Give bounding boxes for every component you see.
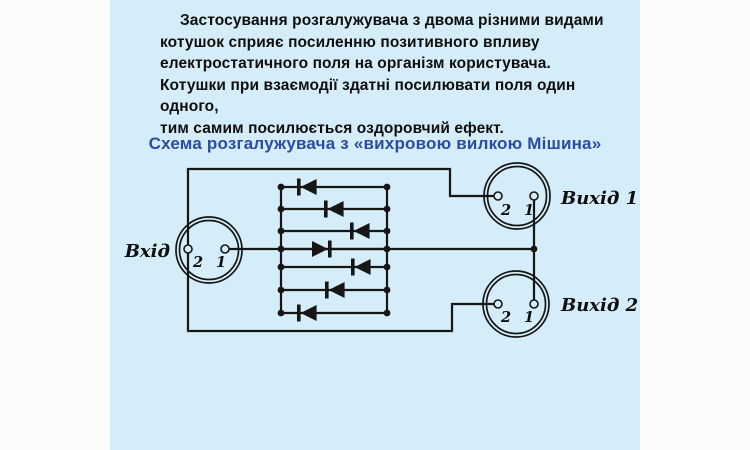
junction-dot	[277, 309, 285, 317]
output2-label: Вихід 2	[560, 295, 638, 316]
output1-pin-2-label: 2	[500, 202, 511, 219]
diode-ladder	[277, 178, 391, 322]
diode-cathode-bar	[351, 258, 355, 276]
output2-outer-circle	[482, 270, 550, 338]
junction-dot	[530, 245, 538, 253]
junction-dot	[383, 309, 391, 317]
diode-cathode-bar	[328, 240, 332, 258]
diode-cathode-bar	[350, 222, 354, 240]
content-panel	[110, 0, 640, 450]
intro-paragraph: Застосування розгалужувача з двома різни…	[160, 10, 605, 139]
input-label: Вхід	[124, 241, 170, 262]
output1-connector: 2 1	[483, 162, 551, 230]
diagram-title: Схема розгалужувача з «вихровою вилкою М…	[148, 134, 602, 153]
diode-cathode-bar	[297, 178, 301, 196]
diode-cathode-bar	[324, 200, 328, 218]
junction-dot	[277, 286, 285, 294]
diode-triangle	[353, 223, 370, 239]
diode-triangle	[300, 179, 317, 195]
junction-dot	[383, 245, 391, 253]
intro-line: котушок сприяє посиленню позитивного впл…	[160, 33, 540, 51]
junction-dot	[383, 183, 391, 191]
output2-pin-2-label: 2	[500, 309, 511, 326]
junction-dot	[277, 183, 285, 191]
output1-inner-circle	[486, 165, 548, 227]
output1-label: Вихід 1	[560, 188, 638, 209]
input-connector-inner-circle	[178, 219, 240, 281]
junction-dot	[277, 245, 285, 253]
junction-dot	[383, 205, 391, 213]
diode-triangle	[312, 241, 328, 257]
output1-pin-1-label: 1	[524, 202, 534, 219]
input-connector-outer-circle	[175, 216, 243, 284]
diode-triangle	[327, 201, 344, 217]
output2-pin-1	[529, 299, 539, 309]
junction-dot	[383, 227, 391, 235]
diode-cathode-bar	[297, 304, 301, 322]
output2-pin-1-label: 1	[524, 309, 534, 326]
input-pin-1-label: 1	[216, 254, 226, 271]
junction-dot	[383, 286, 391, 294]
input-pin-2	[183, 244, 193, 254]
diode-triangle	[300, 305, 317, 321]
input-pin-2-label: 2	[192, 254, 203, 271]
output2-connector: 2 1	[482, 270, 550, 338]
output1-outer-circle	[483, 162, 551, 230]
junction-dot	[277, 205, 285, 213]
output2-pin-2	[493, 299, 503, 309]
intro-line: електростатичного поля на організм корис…	[160, 55, 551, 72]
intro-line: тим самим посилюється оздоровчий ефект.	[160, 119, 504, 137]
diode-triangle	[328, 282, 345, 298]
output2-inner-circle	[485, 273, 547, 335]
output1-pin-2	[493, 191, 503, 201]
intro-line: Застосування розгалужувача з двома різни…	[180, 12, 604, 29]
junction-dot	[277, 227, 285, 235]
input-pin-1	[220, 244, 230, 254]
junction-dot	[277, 263, 285, 271]
input-connector: 2 1	[175, 216, 243, 284]
intro-line: Котушки при взаємодії здатні посилювати …	[160, 76, 576, 116]
diode-triangle	[354, 259, 371, 275]
output1-pin-1	[529, 191, 539, 201]
junction-dot	[383, 263, 391, 271]
diode-cathode-bar	[325, 281, 329, 299]
